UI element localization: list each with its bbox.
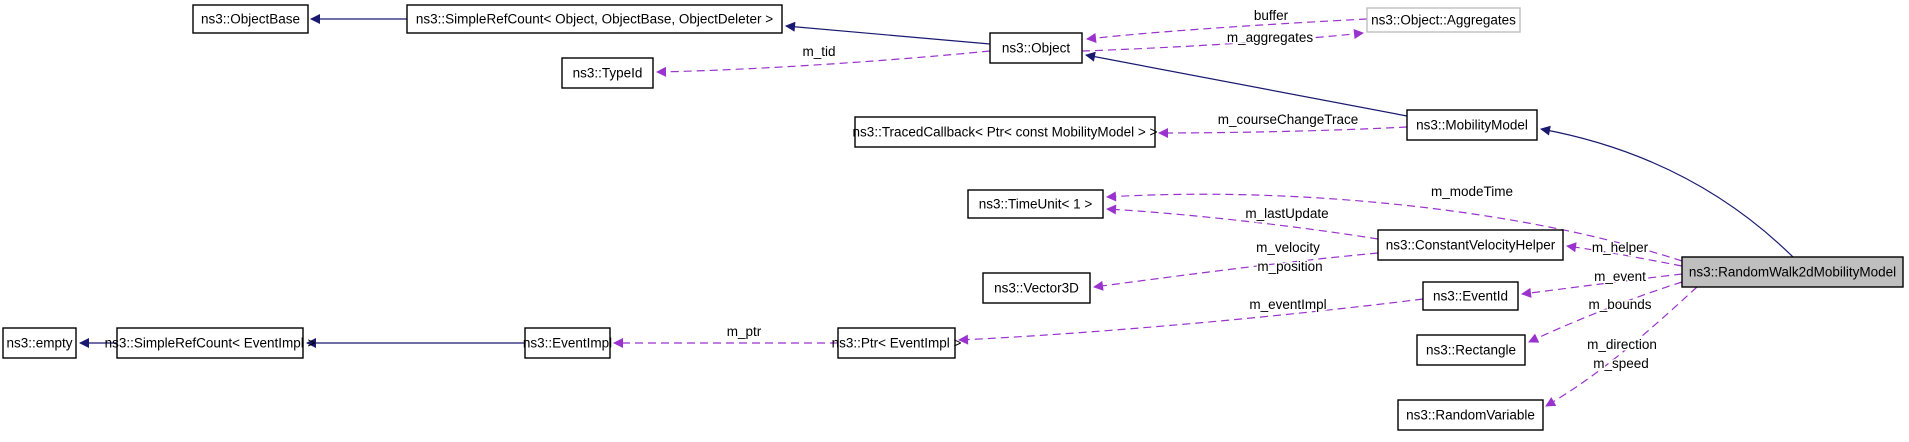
node-typeid-box[interactable]	[561, 57, 654, 89]
edge-member-m-eventimpl-label-0: m_eventImpl	[1249, 297, 1326, 312]
edge-inherit-object-to-simplerefcount	[785, 21, 991, 45]
node-eventid-label: ns3::EventId	[1433, 289, 1508, 304]
node-objectbase-label: ns3::ObjectBase	[201, 12, 300, 27]
node-timeunit-box[interactable]	[967, 189, 1104, 219]
edge-member-m-direction-m-speed-label-0: m_direction	[1587, 337, 1657, 352]
edge-member-m-ptr-label-0: m_ptr	[727, 324, 762, 339]
node-ptr-eventimpl-box[interactable]	[837, 327, 956, 359]
node-constantvelocityhelper[interactable]: ns3::ConstantVelocityHelper	[1377, 229, 1564, 261]
edge-member-m-helper-label-0: m_helper	[1592, 240, 1649, 255]
node-mobilitymodel-label: ns3::MobilityModel	[1416, 118, 1528, 133]
node-empty-box[interactable]	[2, 327, 77, 359]
edge-member-m-coursechangetrace-label-0: m_courseChangeTrace	[1218, 112, 1359, 127]
node-object-aggregates: ns3::Object::Aggregates	[1366, 7, 1521, 33]
node-tracedcallback-label: ns3::TracedCallback< Ptr< const Mobility…	[853, 125, 1158, 140]
node-mobilitymodel[interactable]: ns3::MobilityModel	[1406, 109, 1538, 141]
edge-member-m-event	[1521, 273, 1683, 298]
node-ptr-eventimpl-label: ns3::Ptr< EventImpl >	[832, 336, 962, 351]
node-object-label: ns3::Object	[1002, 41, 1071, 56]
node-simplerefcount-eventimpl-label: ns3::SimpleRefCount< EventImpl >	[105, 336, 316, 351]
edge-member-m-direction-m-speed	[1545, 286, 1698, 407]
edge-member-m-aggregates	[1081, 29, 1364, 52]
node-objectbase-box[interactable]	[192, 4, 309, 34]
node-object-aggregates-box	[1366, 7, 1521, 33]
edge-member-m-modetime-label-0: m_modeTime	[1431, 184, 1513, 199]
node-randomwalk2dmobilitymodel: ns3::RandomWalk2dMobilityModel	[1681, 256, 1904, 288]
node-rectangle-box[interactable]	[1416, 334, 1526, 366]
edge-inherit-mobilitymodel-to-object	[1085, 51, 1408, 117]
edge-member-m-helper	[1566, 242, 1683, 267]
node-ptr-eventimpl[interactable]: ns3::Ptr< EventImpl >	[832, 327, 962, 359]
node-eventimpl-label: ns3::EventImpl	[523, 336, 612, 351]
edge-member-m-lastupdate	[1106, 204, 1379, 240]
node-timeunit[interactable]: ns3::TimeUnit< 1 >	[967, 189, 1104, 219]
node-eventid[interactable]: ns3::EventId	[1422, 281, 1519, 311]
node-object-aggregates-label: ns3::Object::Aggregates	[1371, 13, 1516, 28]
node-typeid-label: ns3::TypeId	[573, 66, 643, 81]
edge-member-m-direction-m-speed-label-1: m_speed	[1593, 356, 1649, 371]
edge-inherit-randomwalk-to-mobilitymodel	[1540, 125, 1794, 258]
node-simplerefcount-object-label: ns3::SimpleRefCount< Object, ObjectBase,…	[416, 12, 773, 27]
edge-member-m-velocity-m-position	[1093, 252, 1379, 291]
edge-member-m-tid-label-0: m_tid	[802, 44, 835, 59]
edge-member-m-eventimpl	[958, 298, 1424, 345]
node-vector3d-box[interactable]	[982, 272, 1091, 304]
edge-member-m-coursechangetrace	[1158, 126, 1408, 138]
node-object[interactable]: ns3::Object	[989, 32, 1083, 64]
node-simplerefcount-eventimpl-box[interactable]	[116, 327, 304, 359]
edge-member-m-aggregates-label-0: m_aggregates	[1227, 30, 1314, 45]
node-eventid-box[interactable]	[1422, 281, 1519, 311]
node-timeunit-label: ns3::TimeUnit< 1 >	[979, 197, 1093, 212]
edge-member-buffer	[1086, 18, 1368, 43]
edge-member-m-bounds	[1528, 281, 1683, 343]
node-rectangle[interactable]: ns3::Rectangle	[1416, 334, 1526, 366]
node-randomvariable[interactable]: ns3::RandomVariable	[1397, 399, 1544, 431]
node-object-box[interactable]	[989, 32, 1083, 64]
node-empty-label: ns3::empty	[6, 336, 72, 351]
node-randomvariable-label: ns3::RandomVariable	[1406, 408, 1535, 423]
edge-member-m-velocity-m-position-label-0: m_velocity	[1256, 240, 1320, 255]
node-randomwalk2dmobilitymodel-label: ns3::RandomWalk2dMobilityModel	[1689, 265, 1896, 280]
node-vector3d[interactable]: ns3::Vector3D	[982, 272, 1091, 304]
node-simplerefcount-object-box[interactable]	[406, 4, 783, 34]
node-eventimpl-box[interactable]	[524, 327, 611, 359]
edge-member-m-bounds-label-0: m_bounds	[1588, 297, 1651, 312]
node-constantvelocityhelper-label: ns3::ConstantVelocityHelper	[1386, 238, 1556, 253]
edge-member-buffer-label-0: buffer	[1254, 8, 1289, 23]
node-simplerefcount-eventimpl[interactable]: ns3::SimpleRefCount< EventImpl >	[105, 327, 316, 359]
node-randomvariable-box[interactable]	[1397, 399, 1544, 431]
edge-member-m-lastupdate-label-0: m_lastUpdate	[1245, 206, 1328, 221]
node-simplerefcount-object[interactable]: ns3::SimpleRefCount< Object, ObjectBase,…	[406, 4, 783, 34]
node-typeid[interactable]: ns3::TypeId	[561, 57, 654, 89]
node-rectangle-label: ns3::Rectangle	[1426, 343, 1516, 358]
edge-member-m-velocity-m-position-label-1: m_position	[1257, 259, 1322, 274]
edge-member-m-tid	[656, 50, 991, 77]
node-randomwalk2dmobilitymodel-box	[1681, 256, 1904, 288]
edge-member-m-event-label-0: m_event	[1594, 269, 1646, 284]
node-tracedcallback-box[interactable]	[854, 116, 1156, 148]
node-vector3d-label: ns3::Vector3D	[994, 281, 1079, 296]
node-constantvelocityhelper-box[interactable]	[1377, 229, 1564, 261]
node-tracedcallback[interactable]: ns3::TracedCallback< Ptr< const Mobility…	[853, 116, 1158, 148]
node-empty[interactable]: ns3::empty	[2, 327, 77, 359]
node-objectbase[interactable]: ns3::ObjectBase	[192, 4, 309, 34]
node-eventimpl[interactable]: ns3::EventImpl	[523, 327, 612, 359]
node-mobilitymodel-box[interactable]	[1406, 109, 1538, 141]
